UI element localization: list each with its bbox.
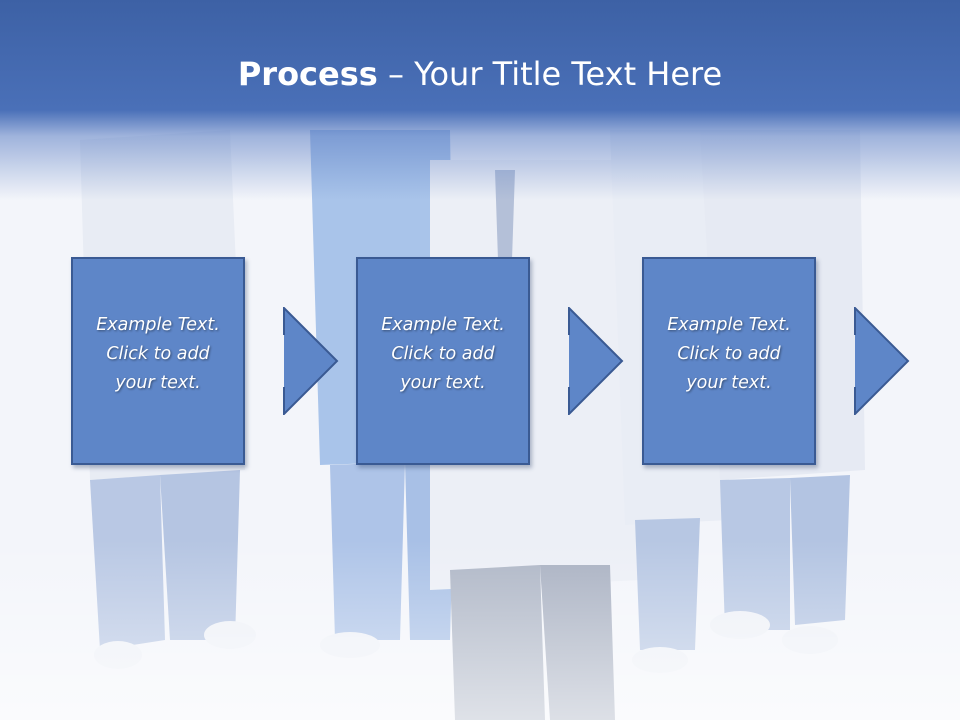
step-2-line-1: Example Text. xyxy=(381,314,505,335)
step-1-line-2: Click to add xyxy=(106,343,210,364)
process-step-2[interactable]: Example Text. Click to add your text. xyxy=(356,257,530,465)
step-2-text[interactable]: Example Text. Click to add your text. xyxy=(363,311,523,398)
step-3-line-1: Example Text. xyxy=(667,314,791,335)
title-rest: – Your Title Text Here xyxy=(377,55,723,93)
step-3-line-2: Click to add xyxy=(677,343,781,364)
step-1-line-1: Example Text. xyxy=(96,314,220,335)
arrow-right-icon xyxy=(283,307,339,415)
process-step-1[interactable]: Example Text. Click to add your text. xyxy=(71,257,245,465)
step-2-line-2: Click to add xyxy=(391,343,495,364)
arrow-right-icon xyxy=(854,307,910,415)
step-1-text[interactable]: Example Text. Click to add your text. xyxy=(78,311,238,398)
header-band xyxy=(0,0,960,200)
step-1-line-3: your text. xyxy=(115,372,201,393)
step-2-line-3: your text. xyxy=(400,372,486,393)
arrow-right-icon xyxy=(568,307,624,415)
step-3-text[interactable]: Example Text. Click to add your text. xyxy=(649,311,809,398)
slide-title[interactable]: Process – Your Title Text Here xyxy=(0,52,960,96)
process-step-3[interactable]: Example Text. Click to add your text. xyxy=(642,257,816,465)
step-3-line-3: your text. xyxy=(686,372,772,393)
title-bold: Process xyxy=(237,55,378,93)
